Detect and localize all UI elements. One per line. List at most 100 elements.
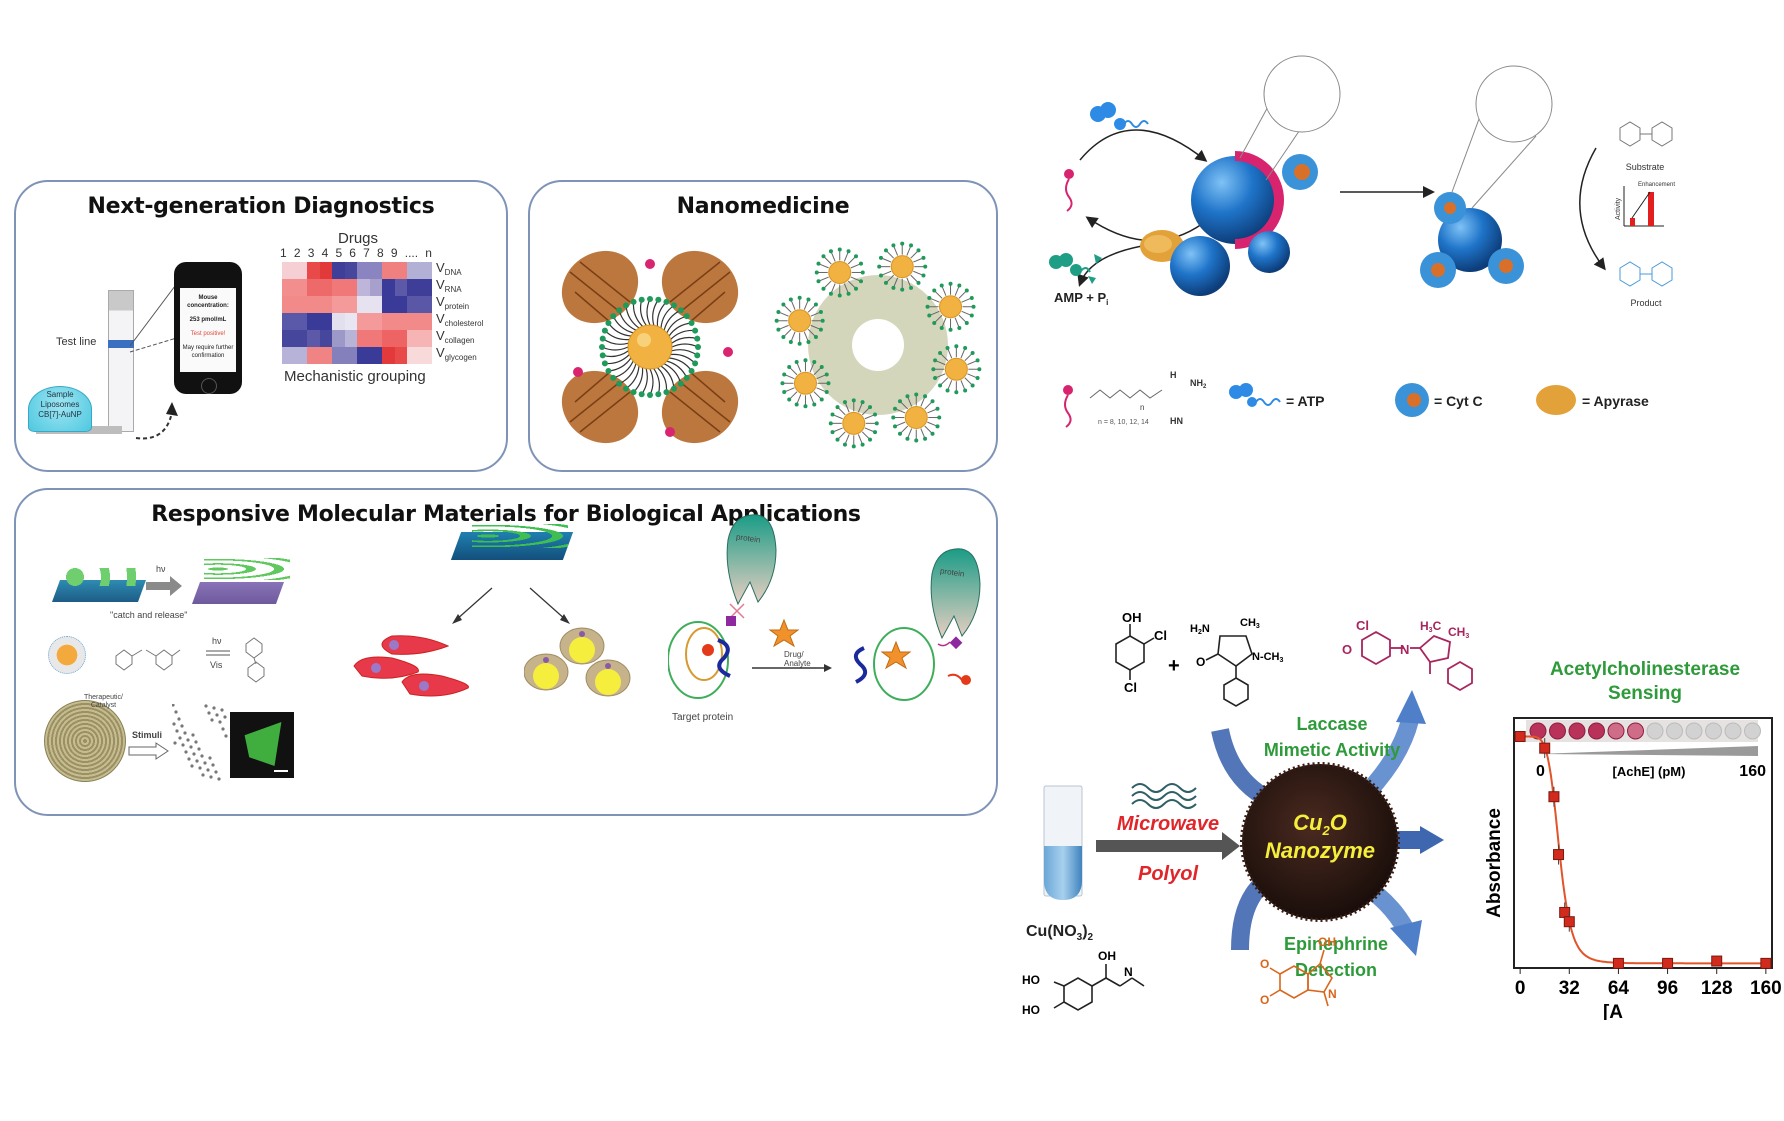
heatmap-cell <box>369 330 382 347</box>
phone-home-button <box>201 378 217 394</box>
heatmap-cell <box>282 347 295 364</box>
heatmap-cell <box>419 262 432 279</box>
heatmap-cell <box>382 330 395 347</box>
nanomedicine-panel: Nanomedicine <box>528 180 998 472</box>
heatmap-cell <box>344 279 357 296</box>
data-point <box>1539 742 1551 754</box>
released-cells <box>204 558 290 580</box>
x-tick-label: 0 <box>1515 978 1526 999</box>
heatmap-cell <box>407 330 420 347</box>
heatmap-cell <box>332 279 345 296</box>
heatmap-cell <box>294 347 307 364</box>
oh-label: OH <box>1122 610 1142 625</box>
cells-on-surface <box>62 568 142 586</box>
test-line-label: Test line <box>56 336 97 348</box>
data-point <box>1563 916 1575 928</box>
enhancement-label: Enhancement <box>1638 182 1675 188</box>
well <box>1744 722 1761 740</box>
polyol-label: Polyol <box>1138 863 1198 885</box>
nanozyme-label: Nanozyme <box>1265 838 1375 863</box>
ache-title-line: Acetylcholinesterase <box>1549 659 1741 680</box>
nanoparticle-icon <box>1248 231 1290 273</box>
data-point <box>1553 849 1565 861</box>
cl-label: Cl <box>1124 680 1137 695</box>
data-point <box>1612 957 1624 969</box>
sigmoid-fit-line <box>1520 735 1766 965</box>
n-product-label: N <box>1400 642 1409 657</box>
heatmap-caption: Mechanistic grouping <box>284 368 426 385</box>
stem-cells <box>472 524 568 548</box>
heatmap-cell <box>369 279 382 296</box>
epinephrine-label: Detection <box>1295 960 1377 980</box>
well <box>1588 722 1605 740</box>
plus-sign: + <box>1168 655 1180 677</box>
heatmap-cell <box>357 296 370 313</box>
hn-label: HN <box>1170 416 1183 426</box>
cl-product-label: Cl <box>1356 618 1369 633</box>
phone-text: May require further confirmation <box>182 345 234 359</box>
heatmap-cell <box>382 296 395 313</box>
epinephrine-label: Epinephrine <box>1284 934 1388 954</box>
n-ch3-label: N-CH3 <box>1252 651 1284 664</box>
heatmap-column-label: 1 <box>280 246 287 260</box>
heatmap-cell <box>319 330 332 347</box>
h2n-label: H2N <box>1190 623 1210 636</box>
amp-subscript: i <box>1106 298 1108 307</box>
legend-lipid: n H NH2 HN n = 8, 10, 12, 14 <box>1063 370 1207 428</box>
heatmap-cell <box>419 313 432 330</box>
cyt-c-icon <box>1282 154 1318 190</box>
well <box>1568 722 1586 740</box>
x-tick-label: 128 <box>1701 978 1733 999</box>
drug-label-line: Drug/ <box>784 650 804 659</box>
heatmap-column-label: 4 <box>321 246 329 260</box>
o-label: O <box>1196 655 1205 669</box>
azobenzene-structures <box>115 637 265 683</box>
ligand-nanoparticle <box>931 344 982 395</box>
heatmap-column-label: 6 <box>349 246 356 260</box>
therapeutic-label-line: Therapeutic/ <box>84 694 123 701</box>
heatmap-cell <box>357 313 370 330</box>
hv-arrow <box>146 576 182 596</box>
apyrase-legend-label: = Apyrase <box>1582 393 1649 409</box>
heatmap-cell <box>407 279 420 296</box>
inset-end-label: 160 <box>1739 763 1766 780</box>
ligand-nanoparticle <box>925 281 976 332</box>
legend-apyrase: = Apyrase <box>1536 385 1649 415</box>
nanoparticle-cytc-complex <box>1438 208 1502 272</box>
heatmap-cell <box>307 279 320 296</box>
ache-chart-title: Acetylcholinesterase Sensing <box>1500 658 1784 706</box>
n-values-label: n = 8, 10, 12, 14 <box>1098 419 1149 426</box>
sample-droplet <box>28 386 92 432</box>
heatmap-cell <box>294 313 307 330</box>
x-tick-label: 64 <box>1608 978 1630 999</box>
sample-label-line: Sample <box>46 390 74 399</box>
heatmap-cell <box>394 296 407 313</box>
microwave-label: Microwave <box>1117 813 1219 835</box>
heatmap-cell <box>332 262 345 279</box>
scale-bar <box>274 770 288 772</box>
amp-fragment-icon <box>1049 253 1102 284</box>
oh-label-orange: OH <box>1318 935 1336 949</box>
heatmap-cell <box>344 347 357 364</box>
heatmap-cell <box>332 330 345 347</box>
substrate-structure <box>1619 121 1673 147</box>
heatmap-cell <box>344 296 357 313</box>
stimuli-arrow <box>128 742 169 760</box>
legend-cytc: = Cyt C <box>1395 383 1483 417</box>
hv-label: hν <box>156 564 166 574</box>
cu2o-nanozyme-particle <box>1242 764 1398 920</box>
heatmap-cell <box>407 313 420 330</box>
heatmap-cell <box>394 313 407 330</box>
heatmap-cell <box>407 347 420 364</box>
photoswitch-hv-label: hν <box>212 636 222 646</box>
h-label: H <box>1170 370 1177 380</box>
adrenochrome-structure <box>1269 949 1333 1007</box>
ho-label: HO <box>1022 1003 1040 1017</box>
ligand-nanoparticle <box>774 295 825 346</box>
heatmap-cell <box>332 296 345 313</box>
heatmap-cell <box>419 279 432 296</box>
heatmap-title: Drugs <box>338 230 379 247</box>
heatmap-row-label: VDNA <box>436 260 462 278</box>
nanoparticle-icon <box>1170 236 1230 296</box>
